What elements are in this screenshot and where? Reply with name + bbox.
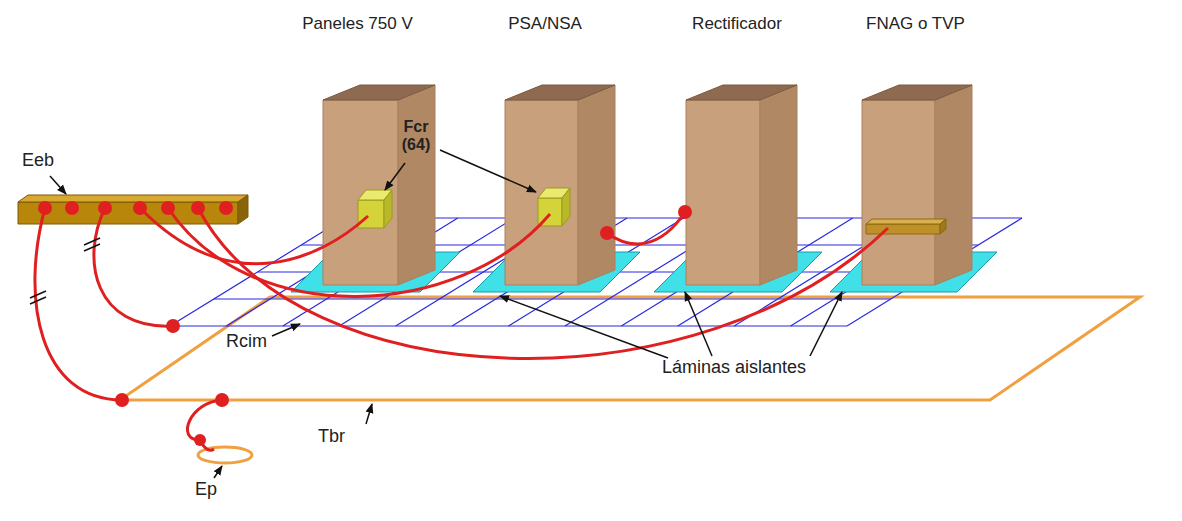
connection-dot (38, 201, 692, 446)
cabinet-label: Rectificador (688, 14, 786, 34)
fnag-bar (866, 219, 946, 234)
fcr-box (358, 188, 570, 228)
cabinet-label: PSA/NSA (504, 14, 586, 34)
part-label: Rcim (226, 331, 267, 352)
leader-arrow (50, 150, 842, 478)
cabinet-label: FNAG o TVP (862, 14, 969, 34)
part-label: Fcr (64) (395, 118, 437, 155)
cabinet-label: Paneles 750 V (298, 14, 417, 34)
cabinets (323, 85, 972, 285)
part-label: Ep (195, 479, 217, 500)
break-mark (30, 238, 100, 304)
cabinet: FNAG o TVP (862, 14, 969, 34)
cabinet: PSA/NSA (504, 14, 586, 34)
cabinet: Paneles 750 V (298, 14, 417, 34)
part-label: Eeb (22, 150, 54, 171)
bonding-wires (35, 208, 888, 440)
eeb-bar (18, 195, 248, 224)
part-label: Tbr (318, 426, 345, 447)
part-label: Láminas aislantes (662, 357, 806, 378)
cabinet: Rectificador (688, 14, 786, 34)
